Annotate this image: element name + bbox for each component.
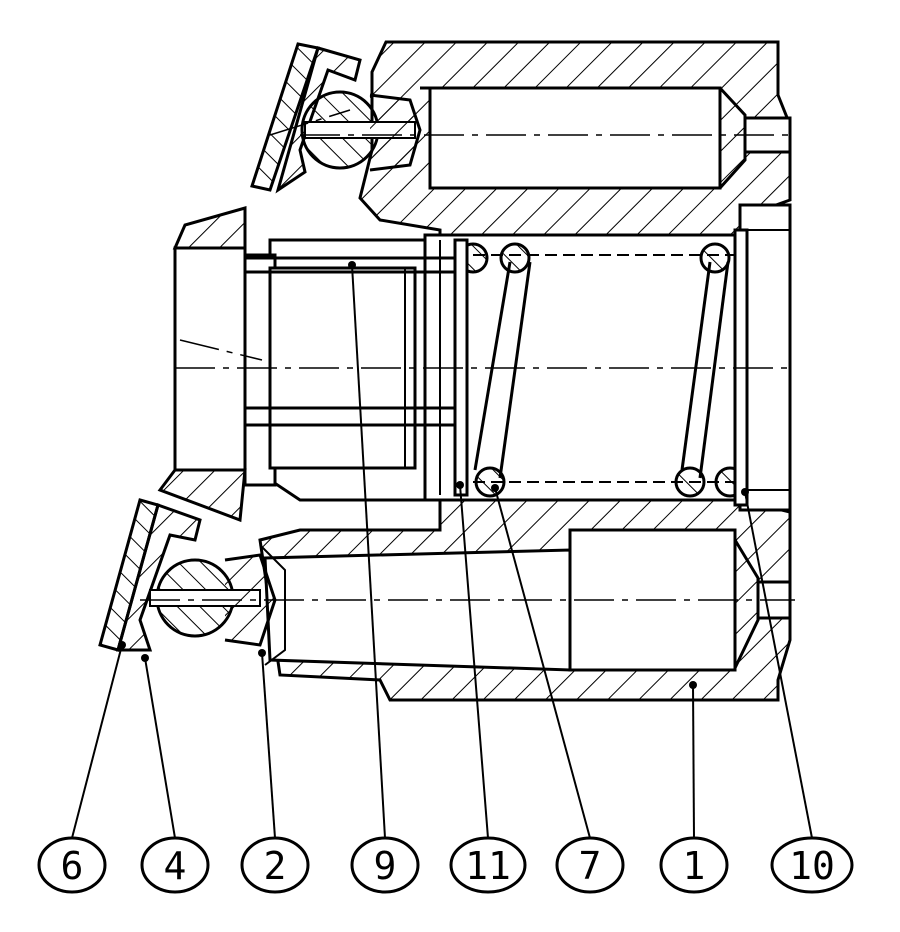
callout-balloon-10: 10 <box>770 836 854 894</box>
callout-balloon-6: 6 <box>37 836 107 894</box>
callout-label-6: 6 <box>61 844 84 888</box>
callout-label-10: 10 <box>789 844 835 888</box>
leader-lines <box>71 264 813 839</box>
callout-balloon-1: 1 <box>659 836 729 894</box>
callout-balloon-11: 11 <box>449 836 527 894</box>
callout-balloon-7: 7 <box>555 836 625 894</box>
swash-plate-lower <box>98 498 202 652</box>
callout-label-9: 9 <box>374 844 397 888</box>
callout-label-1: 1 <box>683 844 706 888</box>
spring-coils <box>457 242 746 498</box>
centerlines <box>140 109 795 601</box>
callout-balloon-4: 4 <box>140 836 210 894</box>
callout-label-7: 7 <box>579 844 602 888</box>
callout-balloon-2: 2 <box>240 836 310 894</box>
callout-label-4: 4 <box>164 844 187 888</box>
callout-label-11: 11 <box>465 844 511 888</box>
ball-joint-upper <box>300 90 422 172</box>
callout-balloon-9: 9 <box>350 836 420 894</box>
callout-label-2: 2 <box>264 844 287 888</box>
